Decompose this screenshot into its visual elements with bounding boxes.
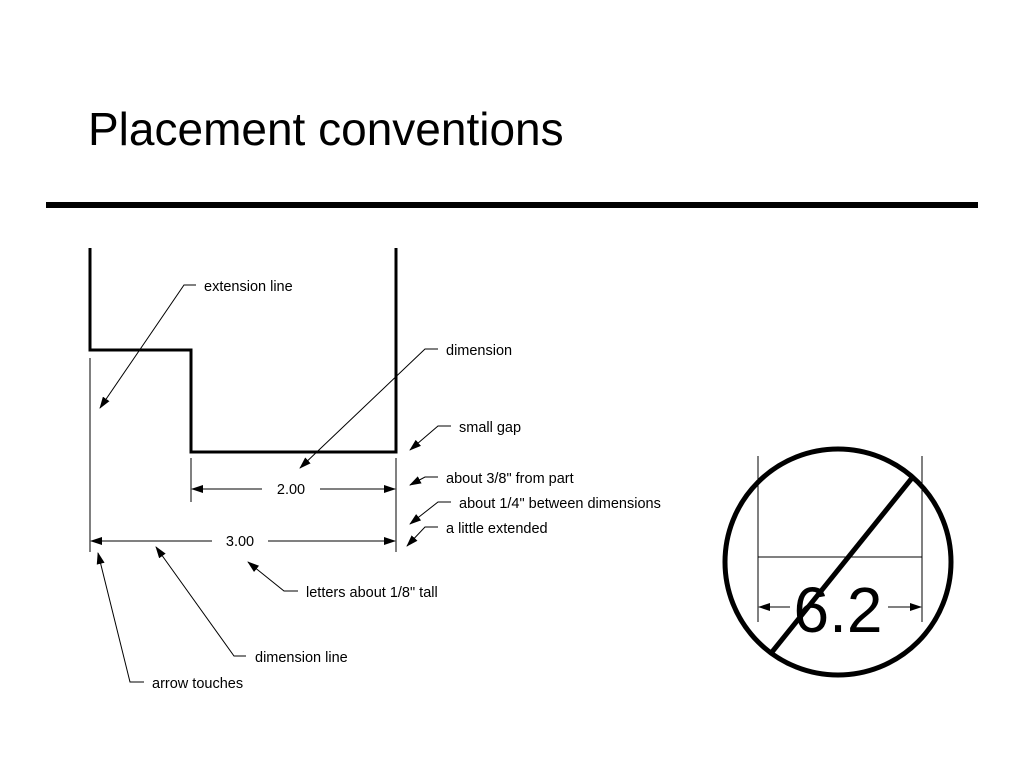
label-small-gap: small gap	[459, 420, 521, 436]
label-dimension-line: dimension line	[255, 650, 348, 666]
title-divider	[46, 202, 978, 208]
label-about-3-8: about 3/8" from part	[446, 471, 574, 487]
prohibited-example: 6.2	[722, 446, 954, 678]
label-dimension: dimension	[446, 343, 512, 359]
leader-about-3-8	[409, 476, 438, 486]
label-arrow-touches: arrow touches	[152, 676, 243, 692]
dimension-value-outer: 3.00	[226, 534, 254, 550]
prohibited-icon	[722, 446, 954, 678]
leader-little-extended	[406, 526, 438, 547]
leader-letters-tall	[247, 561, 298, 592]
leader-about-1-4	[409, 501, 451, 525]
label-about-1-4: about 1/4" between dimensions	[459, 496, 661, 512]
label-little-extended: a little extended	[446, 521, 548, 537]
part-outline	[88, 248, 398, 454]
prohibited-slash	[770, 476, 914, 654]
leader-extension-line	[99, 284, 196, 409]
page-title: Placement conventions	[88, 103, 564, 155]
label-extension-line: extension line	[204, 279, 293, 295]
leader-dimension	[299, 348, 438, 469]
leader-small-gap	[409, 425, 451, 451]
leader-arrow-touches	[96, 552, 144, 683]
label-letters-tall: letters about 1/8" tall	[306, 585, 438, 601]
dimension-value-inner: 2.00	[277, 482, 305, 498]
leader-dimension-line	[155, 546, 246, 657]
